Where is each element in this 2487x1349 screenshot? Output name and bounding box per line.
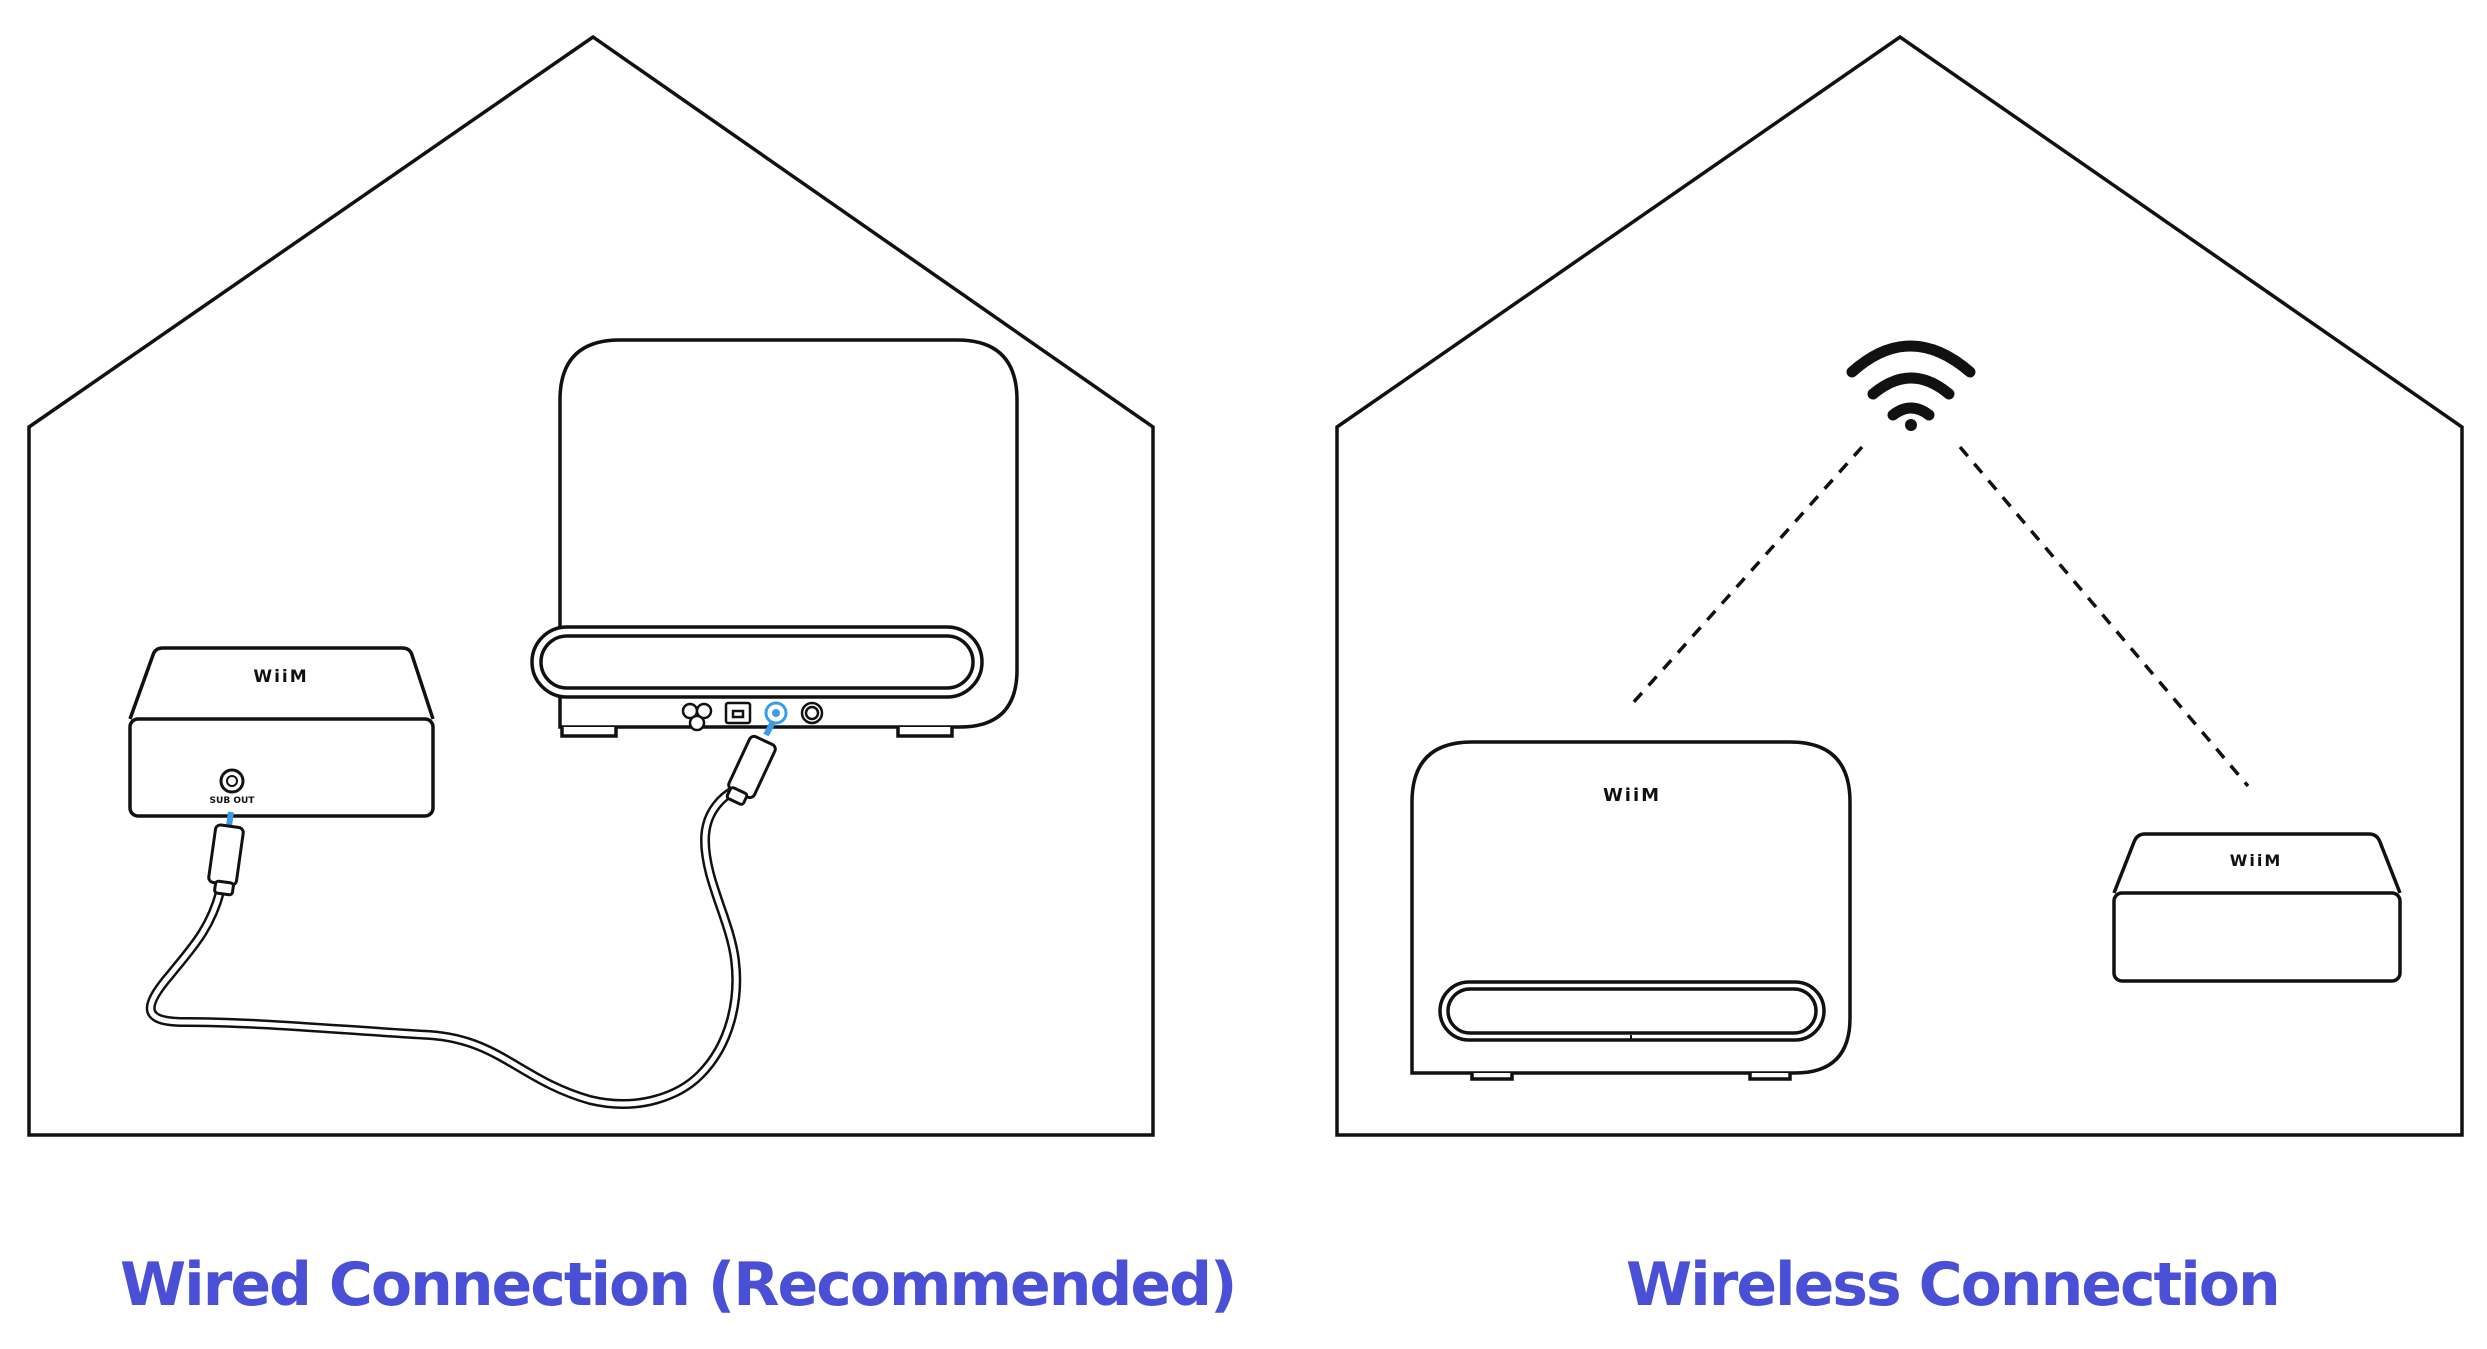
cable-plug-hub xyxy=(208,812,244,895)
sub-out-port-icon xyxy=(766,703,786,723)
cable-plug-speaker xyxy=(726,722,777,805)
wired-caption: Wired Connection (Recommended) xyxy=(120,1255,1235,1315)
wireless-caption: Wireless Connection xyxy=(1626,1255,2279,1315)
wifi-icon xyxy=(1852,346,1970,428)
sub-out-label: SUB OUT xyxy=(210,796,256,806)
wireless-hub-logo: WiiM xyxy=(2230,851,2283,870)
wireless-speaker-logo: WiiM xyxy=(1603,785,1661,806)
wired-speaker xyxy=(532,340,1017,736)
ethernet-port-icon xyxy=(726,703,750,723)
wired-hub-logo: WiiM xyxy=(253,667,308,687)
wireless-signal-lines xyxy=(1632,447,2248,786)
aux-port-icon xyxy=(802,703,822,723)
